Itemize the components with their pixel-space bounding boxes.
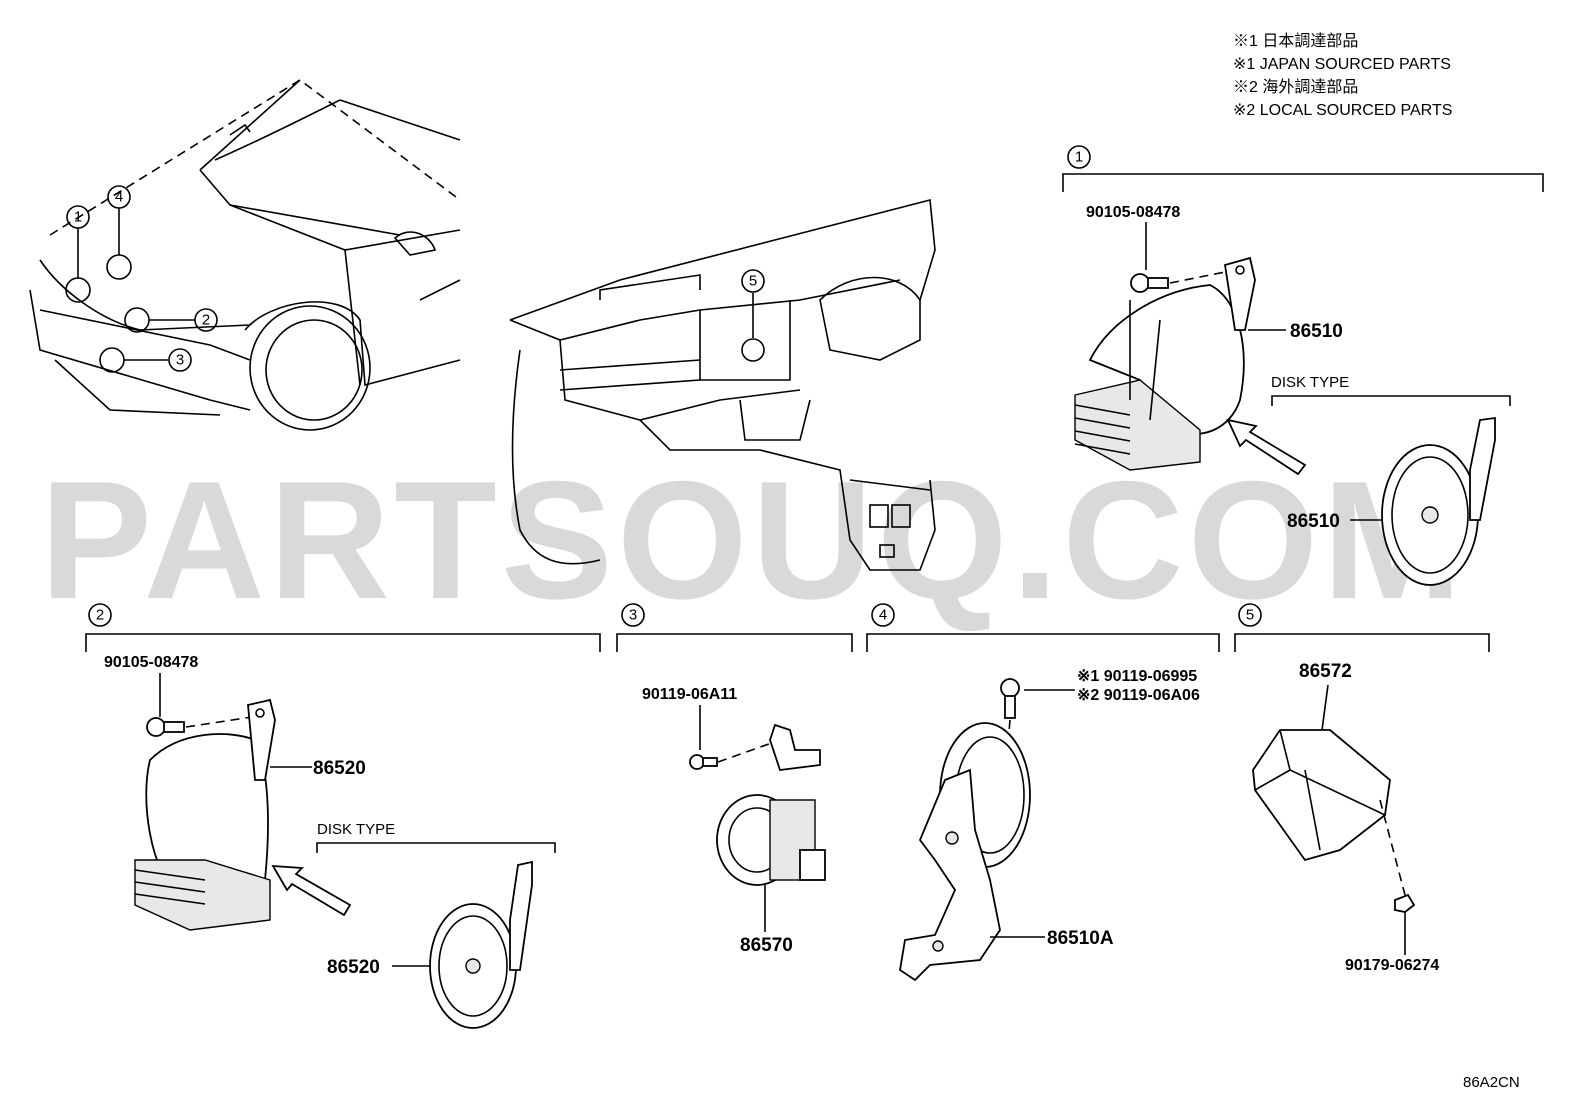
note-japan-jp: ※1 日本調達部品 [1233,32,1358,50]
g3-part-label: 86570 [740,935,793,956]
svg-text:1: 1 [74,209,82,226]
clip-icon [1394,893,1416,913]
dashboard-view [509,198,936,571]
group-2: 2 90105-08478 86520 DISK TYPE 86520 [85,603,601,1029]
group-1: 1 90105-08478 86510 DISK TYPE 86510 [1062,145,1544,586]
group-3: 3 90119-06A11 86570 [616,603,853,956]
car-front-view [29,79,461,431]
g1-disk-horn-label: 86510 [1287,511,1340,532]
diagram-code: 86A2CN [1463,1074,1520,1091]
callout-2-car: 2 [194,308,218,332]
note-local-jp: ※2 海外調達部品 [1233,78,1358,96]
g2-bolt-label: 90105-08478 [104,654,198,671]
svg-text:1: 1 [1075,149,1083,166]
horn-86520 [145,733,269,901]
g1-horn-label: 86510 [1290,321,1343,342]
g2-disk-horn-label: 86520 [327,957,380,978]
sourcing-notes: ※1 日本調達部品 ※1 JAPAN SOURCED PARTS ※2 海外調達… [1233,32,1452,119]
svg-text:2: 2 [202,312,210,329]
svg-text:3: 3 [176,352,184,369]
g4-part-label: 86510A [1047,928,1114,949]
bolt-icon [689,754,705,770]
group-4: 4 ※1 90119-06995 ※2 90119-06A06 86510A [866,603,1220,982]
group-5: 5 86572 90179-06274 [1234,603,1490,974]
arrow-icon [271,864,352,917]
g4-bolt1-label: ※1 90119-06995 [1077,668,1197,685]
note-local-en: ※2 LOCAL SOURCED PARTS [1233,102,1452,119]
callout-4-car: 4 [107,185,131,209]
svg-text:2: 2 [96,607,104,624]
g3-bolt-label: 90119-06A11 [642,686,737,703]
callout-1-car: 1 [66,205,90,229]
svg-text:4: 4 [879,607,887,624]
watermark-text: PARTSOUQ.COM [40,446,1466,634]
g2-disk-type: DISK TYPE [317,821,395,838]
bolt-icon [146,717,166,737]
arrow-icon [1226,418,1307,476]
g5-part-label: 86572 [1299,661,1352,682]
g5-clip-label: 90179-06274 [1345,957,1439,974]
svg-text:3: 3 [629,607,637,624]
svg-text:4: 4 [115,189,123,206]
callout-3-car: 3 [168,348,192,372]
callout-5-dash: 5 [741,269,765,293]
note-japan-en: ※1 JAPAN SOURCED PARTS [1233,56,1451,73]
svg-text:5: 5 [1246,607,1254,624]
g4-bolt2-label: ※2 90119-06A06 [1077,687,1200,704]
g1-bolt-label: 90105-08478 [1086,204,1180,221]
bolt-icon [1000,678,1020,698]
bolt-icon [1130,273,1150,293]
g1-disk-type: DISK TYPE [1271,374,1349,391]
g2-horn-label: 86520 [313,758,366,779]
part-86572 [1252,729,1391,862]
svg-text:5: 5 [749,273,757,290]
